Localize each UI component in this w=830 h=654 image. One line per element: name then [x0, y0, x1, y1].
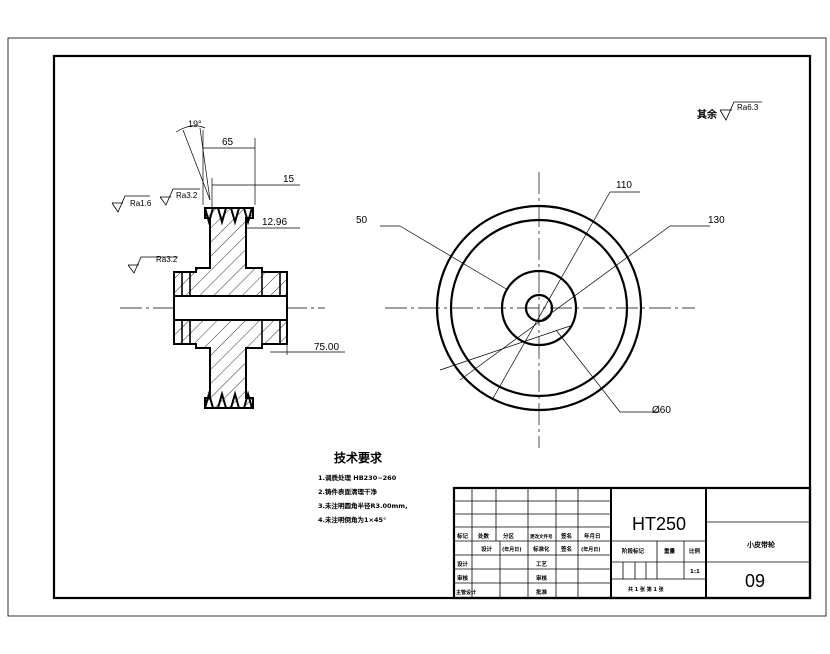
tech-item-2: 2.铸件表面清理干净 — [318, 487, 377, 496]
roughness-1: Ra1.6 — [130, 199, 152, 208]
inner-frame — [52, 54, 812, 600]
tb-count: 处数 — [477, 532, 490, 540]
title-block: 标记 处数 分区 更改文件号 签名 年月日 设计 (年月日) 标准化 签名 (年… — [452, 486, 812, 600]
tb-weight: 重量 — [664, 547, 676, 555]
tb-designer: 设计 — [457, 560, 469, 568]
grooves-top — [204, 207, 253, 226]
section-view: 65 15 12.96 19° Ra1.6 Ra3.2 Ra3.2 75.00 — [111, 119, 345, 409]
bore-circle — [524, 293, 554, 323]
section-lower-half — [173, 319, 288, 409]
hub-circle — [500, 269, 578, 347]
tb-stage: 阶段标记 — [622, 547, 645, 555]
tech-item-3: 3.未注明圆角半径R3.00mm, — [318, 501, 408, 510]
tb-zone: 分区 — [503, 532, 515, 540]
grooves-bottom — [204, 390, 253, 409]
bore — [173, 295, 288, 321]
surface-note-value: Ra6.3 — [737, 103, 759, 112]
tb-approve: 批准 — [536, 588, 548, 596]
tech-title: 技术要求 — [334, 450, 383, 465]
tb-design-date: (年月日) — [502, 546, 522, 553]
tech-item-1: 1.调质处理 HB230~260 — [318, 473, 397, 482]
dim-130: 130 — [708, 215, 725, 226]
roughness-3: Ra3.2 — [156, 255, 178, 264]
tb-drawing-no: 09 — [745, 571, 765, 591]
front-view: 50 110 130 Ø60 — [356, 172, 725, 448]
dim-angle: 19° — [188, 119, 202, 129]
tb-std-sign: 签名 — [560, 545, 572, 553]
tb-checker2: 审核 — [536, 574, 548, 582]
dim-60: Ø60 — [652, 405, 671, 416]
tb-date: 年月日 — [584, 532, 601, 540]
dim-50: 50 — [356, 215, 368, 226]
tb-process: 工艺 — [536, 560, 548, 568]
groove-circle — [449, 218, 629, 398]
tb-checker: 审核 — [457, 574, 469, 582]
dim-1296: 12.96 — [262, 217, 287, 228]
tb-design-row: 设计 — [481, 545, 493, 553]
tb-std-date: (年月日) — [581, 546, 601, 553]
tb-change: 更改文件号 — [530, 533, 553, 540]
tb-scale: 比例 — [689, 547, 701, 555]
tb-sign: 签名 — [560, 532, 572, 540]
dim-15: 15 — [283, 174, 295, 185]
dim-7500: 75.00 — [314, 342, 339, 353]
tb-std: 标准化 — [532, 545, 550, 553]
tb-sheet: 共 1 张 第 1 张 — [628, 586, 665, 593]
dim-110: 110 — [616, 180, 632, 191]
tb-material: HT250 — [632, 514, 686, 534]
tb-part-name: 小皮带轮 — [746, 540, 775, 549]
tb-scale-value: 1:1 — [690, 569, 700, 575]
tb-mark: 标记 — [456, 532, 469, 540]
tech-item-4: 4.未注明倒角为1×45° — [318, 515, 386, 524]
outer-border — [7, 37, 827, 617]
roughness-2: Ra3.2 — [176, 191, 198, 200]
surface-note-label: 其余 — [697, 108, 718, 121]
dim-65: 65 — [222, 137, 234, 148]
outer-circle — [435, 204, 643, 412]
tb-manager: 主管设计 — [456, 589, 476, 596]
